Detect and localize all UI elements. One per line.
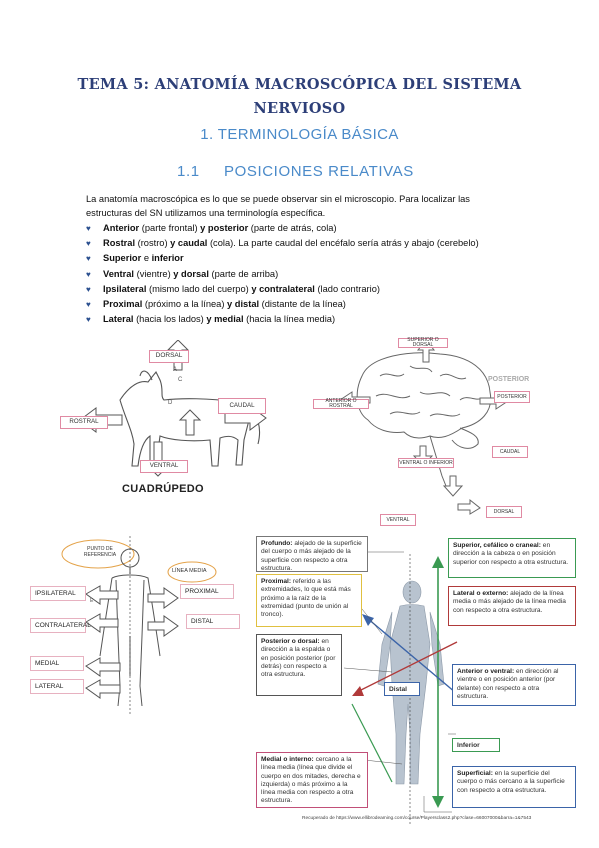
box-superior: Superior, cefálico o craneal: en direcci… [448,538,576,578]
box-anterior-ventral: Anterior o ventral: en dirección al vien… [452,664,576,706]
box-profundo: Profundo: alejado de la superficie del c… [256,536,368,572]
label-posterior-watermark: POSTERIOR [488,376,530,383]
list-item: ♥Ipsilateral (mismo lado del cuerpo) y c… [86,282,479,297]
label-superior-dorsal: SUPERIOR O DORSAL [398,338,448,348]
label-anterior-rostral: ANTERIOR O ROSTRAL [313,399,369,409]
list-item: ♥Anterior (parte frontal) y posterior (p… [86,221,479,236]
terms-list: ♥Anterior (parte frontal) y posterior (p… [86,221,479,327]
brain-illustration [339,339,509,515]
heart-bullet-icon: ♥ [86,254,91,264]
human-illustration [61,536,217,714]
label-caudal: CAUDAL [218,398,266,414]
section-heading: 1. TERMINOLOGÍA BÁSICA [200,126,399,143]
label-inferior: Inferior [452,738,500,752]
list-item: ♥Ventral (vientre) y dorsal (parte de ar… [86,267,479,282]
label-dorsal: DORSAL [486,506,522,518]
letter-d: D [168,400,173,406]
heart-bullet-icon: ♥ [86,239,91,249]
heart-bullet-icon: ♥ [86,269,91,279]
heart-bullet-icon: ♥ [86,284,91,294]
page-title-line2: NERVIOSO [253,100,346,117]
brain-figure: SUPERIOR O DORSAL ANTERIOR O ROSTRAL POS… [310,336,535,532]
box-medial: Medial o interno: cercano a la línea med… [256,752,368,808]
list-item: ♥Lateral (hacia los lados) y medial (hac… [86,312,479,327]
letter-a: A [173,367,178,373]
box-posterior-dorsal: Posterior o dorsal: en dirección a la es… [256,634,342,696]
label-distal: Distal [384,682,420,696]
caption-quadruped: CUADRÚPEDO [122,483,204,495]
label-contralateral: CONTRALATERAL [30,618,91,633]
box-lateral: Lateral o externo: alejado de la línea m… [448,586,576,626]
label-ventral: VENTRAL [140,460,188,473]
label-lateral: LATERAL [30,679,84,694]
heart-bullet-icon: ♥ [86,315,91,325]
subsection-title: POSICIONES RELATIVAS [224,163,414,180]
label-linea-media: LÍNEA MEDIA [172,568,207,574]
intro-line1: La anatomía macroscópica es lo que se pu… [86,194,470,204]
heart-bullet-icon: ♥ [86,224,91,233]
list-item: ♥Superior e inferior [86,251,479,266]
label-punto-referencia: PUNTO DE REFERENCIA [83,546,117,558]
heart-bullet-icon: ♥ [86,299,91,309]
list-item: ♥Proximal (próximo a la línea) y distal … [86,297,479,312]
label-rostral: ROSTRAL [60,416,108,429]
box-proximal: Proximal: referido a las extremidades, l… [256,574,362,627]
label-ventral-bottom: VENTRAL [380,514,416,526]
list-item: ♥Rostral (rostro) y caudal (cola). La pa… [86,236,479,251]
label-posterior: POSTERIOR [494,391,530,403]
label-caudal: CAUDAL [492,446,528,458]
anatomical-planes-figure: Profundo: alejado de la superficie del c… [252,534,582,824]
box-superficial: Superficial: en la superficie del cuerpo… [452,766,576,808]
human-reference-figure: PUNTO DE REFERENCIA LÍNEA MEDIA IPSILATE… [30,536,242,714]
label-distal: DISTAL [186,614,240,629]
label-proximal: PROXIMAL [180,584,234,599]
intro-line2: estructuras del SN utilizamos una termin… [86,208,326,218]
quadruped-figure: DORSAL ROSTRAL CAUDAL VENTRAL CUADRÚPEDO… [60,339,290,505]
image-credit: Recuperado de https://www.ellibrodeaming… [302,816,532,821]
label-ipsilateral: IPSILATERAL [30,586,86,601]
page-title-line1: TEMA 5: ANATOMÍA MACROSCÓPICA DEL SISTEM… [77,76,522,93]
label-dorsal: DORSAL [149,350,189,363]
label-medial: MEDIAL [30,656,84,671]
label-ventral-inferior: VENTRAL O INFERIOR [398,458,454,468]
subsection-number: 1.1 [177,163,200,180]
letter-e: E [90,598,94,604]
letter-c: C [178,377,183,383]
